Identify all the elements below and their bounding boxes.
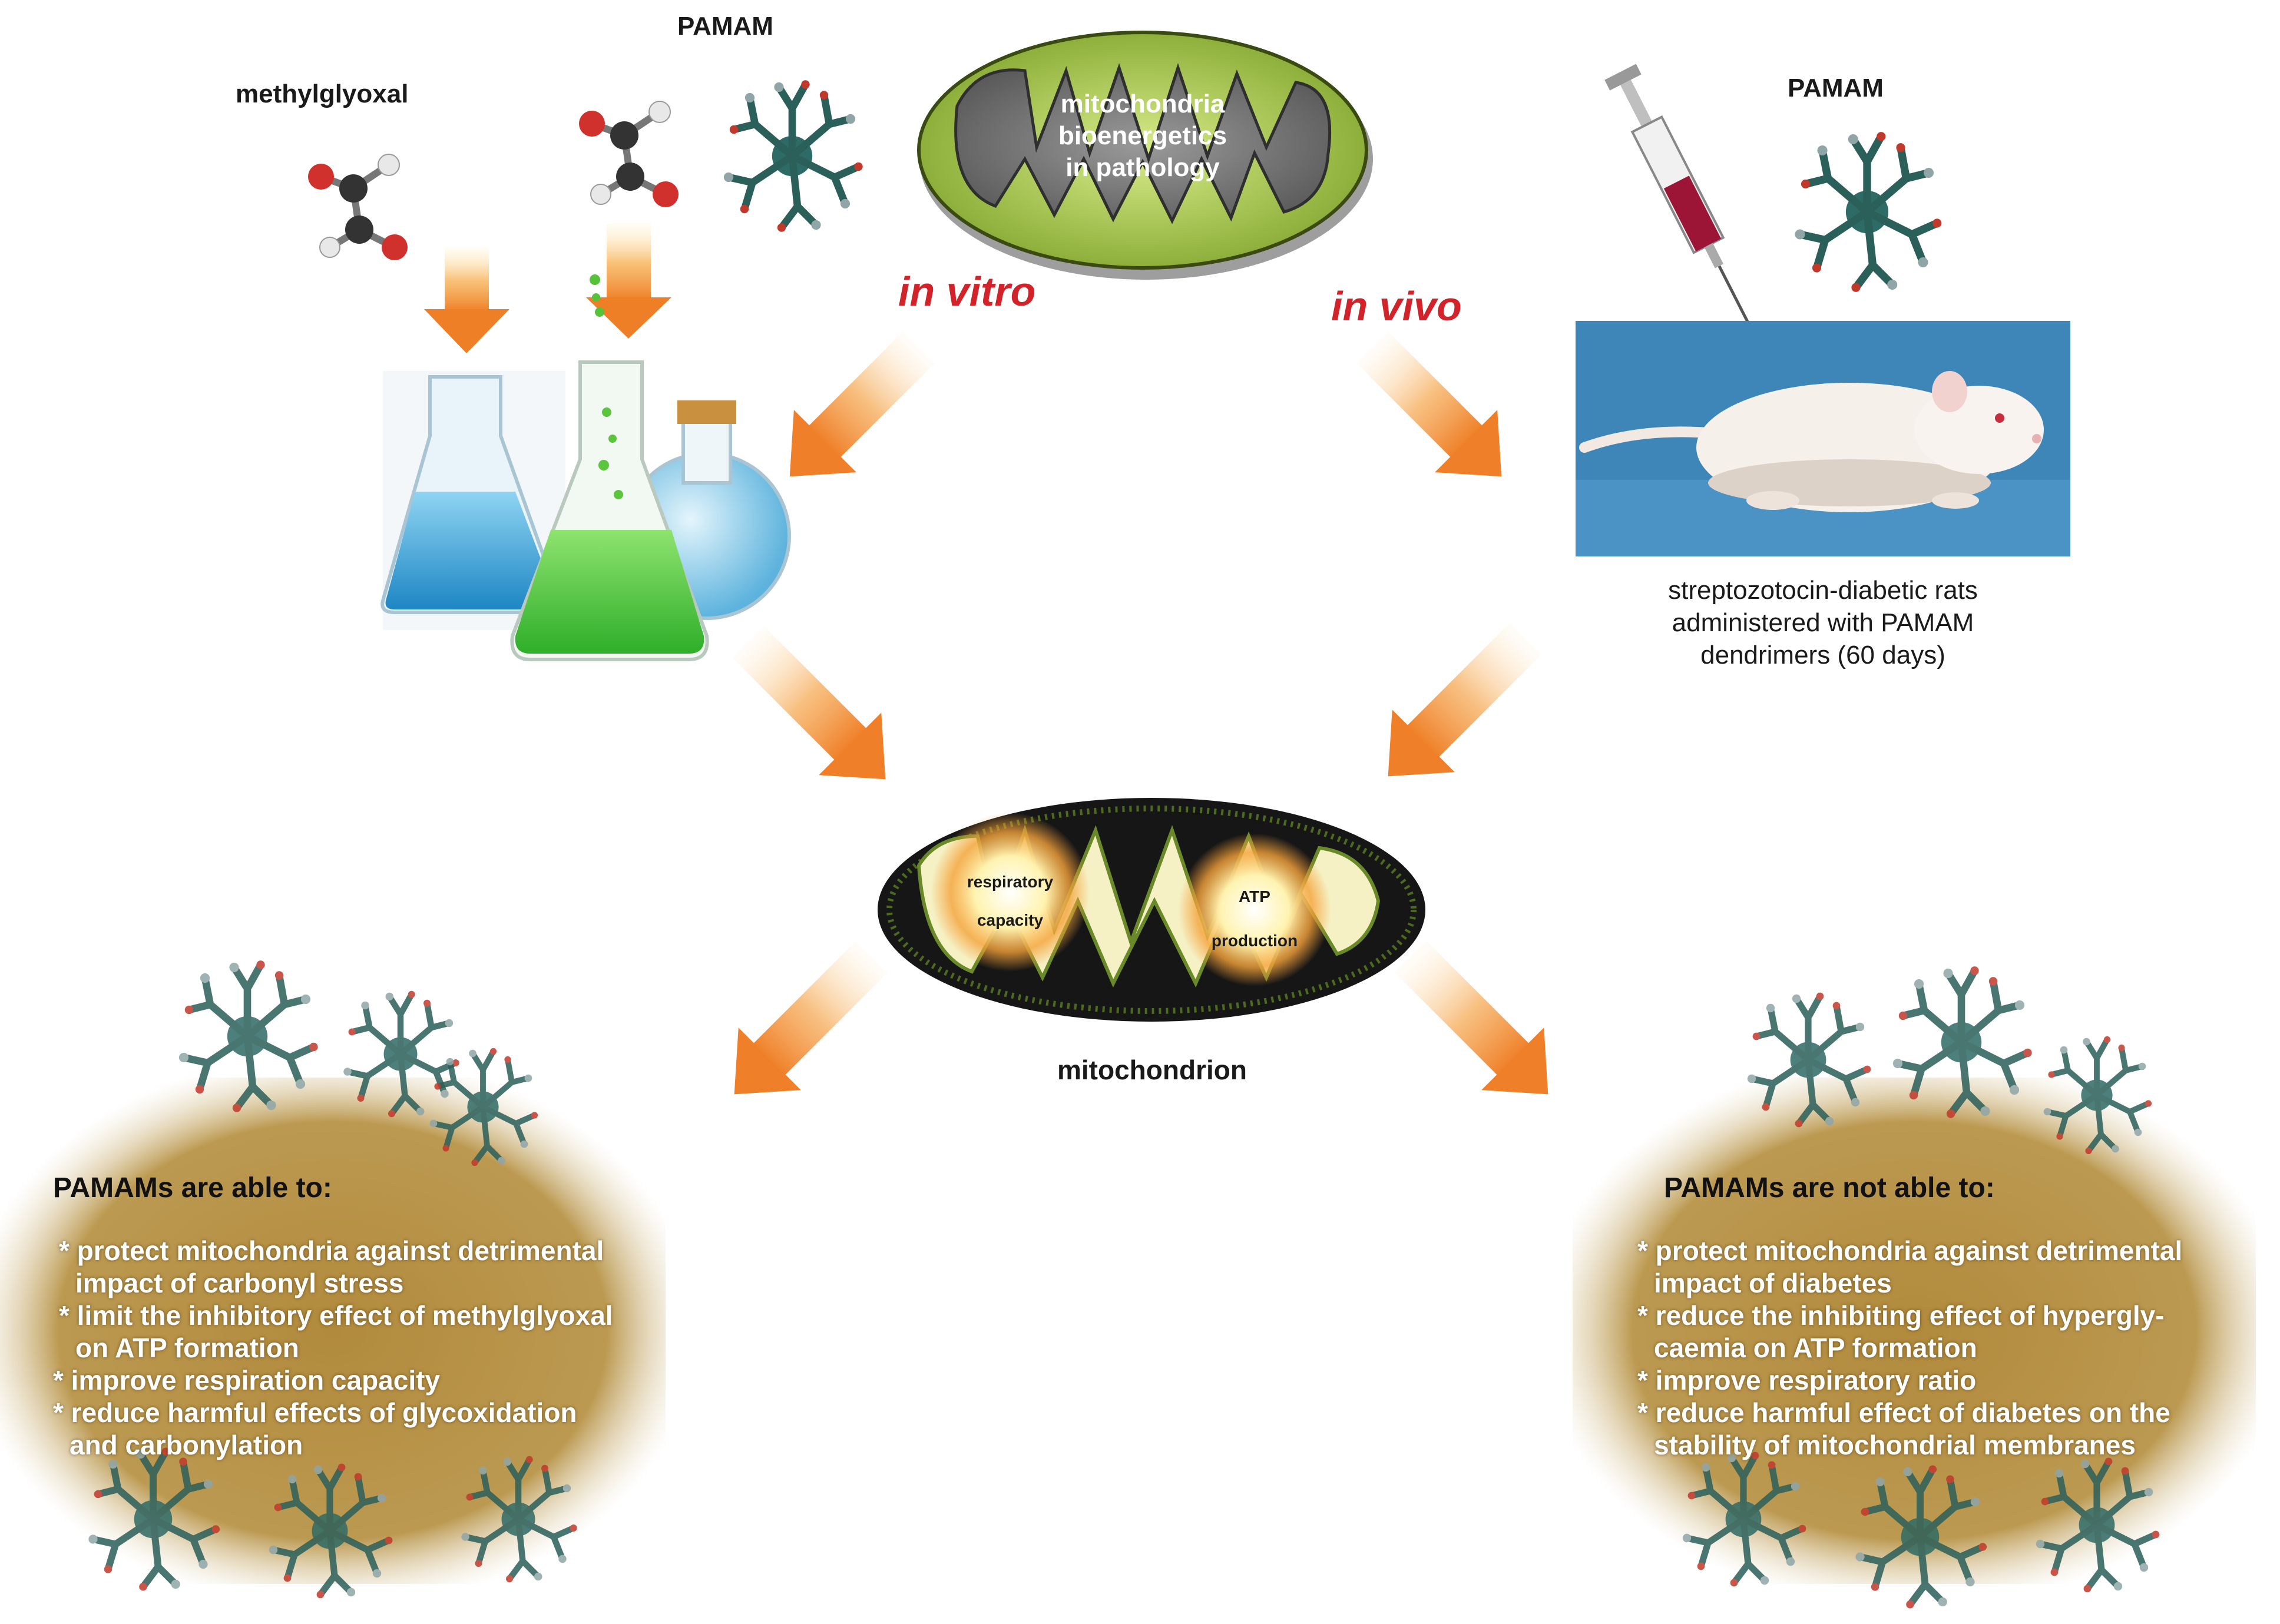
right-item-1: * protect mitochondria against detriment… [1637,1235,2183,1266]
mitochondrion-center-icon [878,798,1425,1022]
right-box-heading: PAMAMs are not able to: [1664,1172,1995,1204]
left-box-heading: PAMAMs are able to: [53,1172,332,1204]
mito-top-line-1: mitochondria [1060,90,1225,118]
rat-caption-line-3: dendrimers (60 days) [1700,641,1945,670]
resp-line-1: respiratory [967,873,1054,891]
atp-production-label: ATP production [1190,874,1319,963]
left-item-4: on ATP formation [75,1333,299,1363]
atp-line-2: production [1211,932,1298,950]
in-vitro-label: in vitro [898,269,1036,314]
arrow-to-left-box [734,941,888,1095]
methylglyoxal-molecule-icon [308,154,408,260]
resp-line-2: capacity [977,911,1044,929]
arrow-to-right-box [1395,941,1548,1095]
right-item-3: * reduce the inhibiting effect of hyperg… [1637,1300,2165,1331]
syringe-icon [1604,64,1753,330]
right-result-box [1573,966,2256,1608]
rat-photo [1576,321,2070,556]
in-vivo-label: in vivo [1331,283,1462,329]
left-item-3: * limit the inhibitory effect of methylg… [59,1300,613,1331]
right-item-6: * reduce harmful effect of diabetes on t… [1637,1397,2170,1428]
rat-caption-line-1: streptozotocin-diabetic rats [1668,576,1978,605]
arrow-down-right [586,224,671,339]
dendrimer-icon [724,80,863,231]
mito-top-line-2: bioenergetics [1058,121,1227,150]
right-box-text: PAMAMs are not able to: * protect mitoch… [1637,1172,2182,1461]
left-item-1: * protect mitochondria against detriment… [59,1235,604,1266]
left-box-text: PAMAMs are able to: * protect mitochondr… [53,1172,613,1461]
left-item-6: * reduce harmful effects of glycoxidatio… [53,1397,577,1428]
left-item-2: impact of carbonyl stress [75,1268,404,1298]
right-item-4: caemia on ATP formation [1654,1333,1977,1363]
atp-line-1: ATP [1239,887,1270,906]
arrow-to-mitochondrion-left [732,626,886,780]
right-item-7: stability of mitochondrial membranes [1654,1430,2136,1460]
methylglyoxal-label: methylglyoxal [236,79,409,108]
lab-flasks-icon [380,360,791,661]
rat-caption: streptozotocin-diabetic rats administere… [1593,574,2053,671]
mitochondria-bioenergetics-label: mitochondria bioenergetics in pathology [1054,88,1231,184]
right-item-2: impact of diabetes [1654,1268,1892,1298]
arrow-in-vitro [789,332,935,477]
arrow-in-vivo [1356,332,1502,477]
dendrimer-icon-right [1795,132,1941,292]
left-result-box [0,960,666,1598]
mitochondria-top-icon [917,31,1373,280]
left-item-7: and carbonylation [70,1430,303,1460]
mitochondrion-label: mitochondrion [1057,1055,1247,1085]
green-drops [590,274,604,317]
mito-top-line-3: in pathology [1065,153,1220,182]
arrow-to-mitochondrion-right [1388,623,1541,777]
pamam-label-left: PAMAM [677,12,773,41]
respiratory-capacity-label: respiratory capacity [942,863,1078,939]
left-item-5: * improve respiration capacity [53,1365,441,1396]
methylglyoxal-molecule-icon-2 [579,101,679,207]
rat-caption-line-2: administered with PAMAM [1672,608,1974,637]
right-item-5: * improve respiratory ratio [1637,1365,1977,1396]
pamam-label-right: PAMAM [1788,74,1884,102]
arrow-down-left [424,247,509,353]
